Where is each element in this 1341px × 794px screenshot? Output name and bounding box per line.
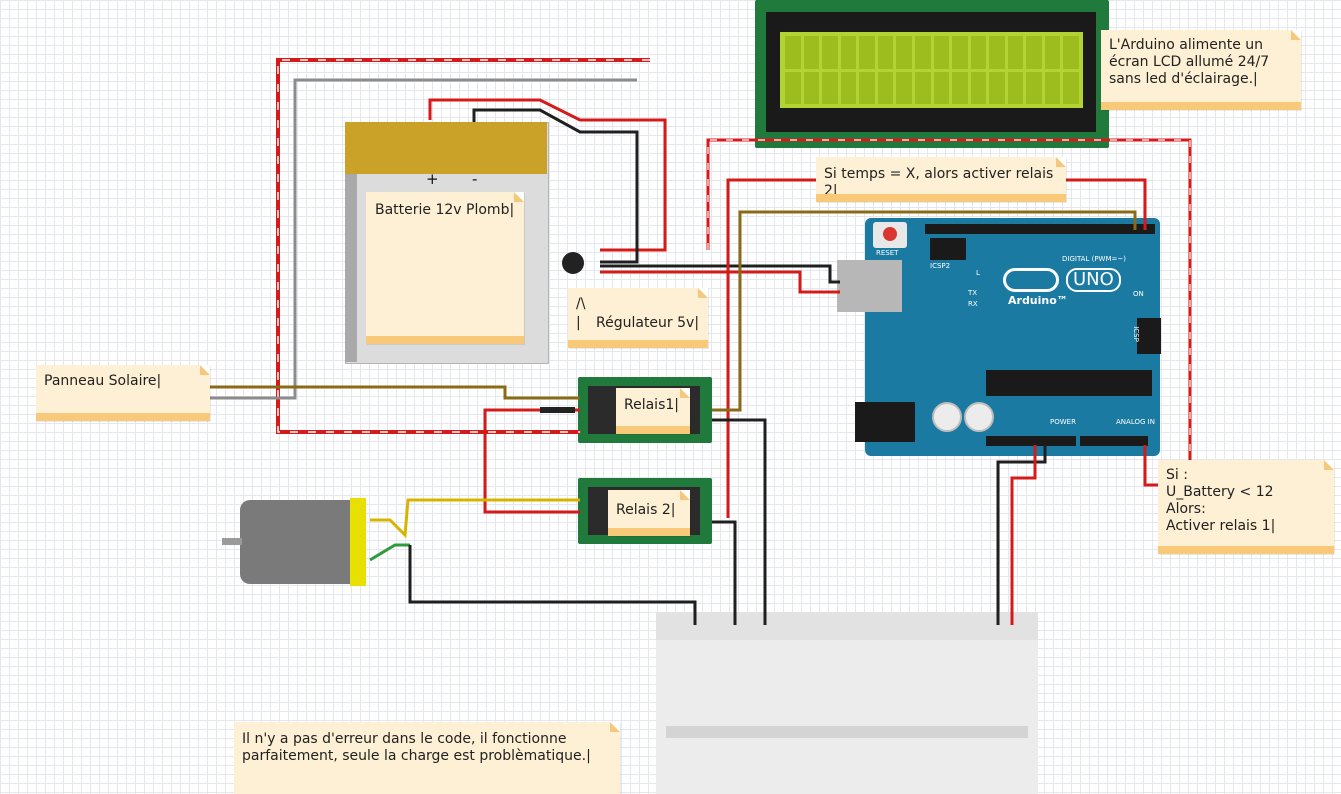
lcd-cell: [1063, 36, 1079, 69]
note-regulator: /\ | Régulateur 5v: [568, 288, 708, 348]
lcd-cell: [859, 71, 875, 104]
voltage-regulator: [562, 252, 584, 274]
battery-minus-terminal: -: [472, 170, 478, 188]
arduino-chip: [986, 370, 1152, 396]
lcd-cell: [1007, 36, 1024, 69]
dc-motor-cap: [350, 498, 366, 586]
lcd-cell: [1044, 36, 1061, 69]
arduino-digital-label: DIGITAL (PWM=~): [1062, 255, 1126, 263]
dc-motor: [240, 500, 360, 584]
wire-red-regulator: [600, 270, 840, 294]
lcd-cell: [896, 71, 912, 104]
lcd-cell: [1026, 36, 1042, 69]
note-relay1: Relais1: [616, 388, 690, 434]
wire-motor-yellow: [370, 498, 580, 539]
lcd-cell: [803, 71, 820, 104]
lcd-cell: [859, 36, 875, 69]
wire-motor-black: [408, 545, 697, 625]
arduino-power-header: [986, 436, 1076, 446]
lcd-cell: [822, 71, 838, 104]
arduino-icsp2-label: ICSP2: [930, 262, 951, 270]
arduino-reset-knob: [883, 227, 897, 241]
wire-olive-relay1-pin: [712, 210, 1137, 412]
wire-motor-green: [369, 543, 410, 562]
wire-arduino-5v: [1010, 445, 1037, 625]
lcd-cell: [1007, 71, 1024, 104]
arduino-analog-label: ANALOG IN: [1116, 418, 1155, 426]
breadboard: [656, 612, 1038, 794]
lcd-cell: [896, 36, 912, 69]
lcd-cell: [803, 36, 820, 69]
wire-gray-solar: [210, 78, 637, 400]
wire-red-lcd-stripe: [707, 139, 1191, 460]
lcd-cell: [970, 71, 987, 104]
lcd-cell: [970, 36, 987, 69]
note-footer: Il n'y a pas d'erreur dans le code, il f…: [234, 722, 620, 794]
arduino-tx-led-label: TX: [968, 289, 978, 297]
arduino-icsp2-header: [930, 238, 966, 260]
wire-red-loop-left-stripe: [277, 59, 650, 433]
lcd-cell: [840, 71, 857, 104]
breadboard-channel: [666, 726, 1028, 738]
lcd-cell: [1044, 71, 1061, 104]
breadboard-rails-top: [656, 612, 1038, 640]
arduino-capacitor-1: [932, 402, 962, 432]
lcd-cell: [785, 71, 801, 104]
wire-battery-positive: [428, 98, 667, 252]
lcd-cell: [1063, 71, 1079, 104]
wire-relay-coils: [483, 408, 580, 514]
lcd-cell: [877, 36, 894, 69]
arduino-power-jack: [855, 402, 915, 442]
lcd-cell: [952, 36, 968, 69]
note-solar: Panneau Solaire: [36, 365, 210, 421]
note-condition: Si : U_Battery < 12 Alors: Activer relai…: [1158, 460, 1334, 554]
note-timer: Si temps = X, alors activer relais 2: [816, 157, 1066, 202]
arduino-rx-led-label: RX: [968, 300, 978, 308]
lcd-cell: [877, 71, 894, 104]
lcd-cell: [952, 71, 968, 104]
wire-red-timer: [726, 178, 1147, 518]
battery-plus-terminal: +: [426, 170, 439, 188]
lcd-cell: [989, 71, 1005, 104]
lcd-cell: [933, 36, 950, 69]
arduino-power-label: POWER: [1050, 418, 1076, 426]
arduino-usb-port: [837, 260, 902, 312]
lcd-cell: [1026, 71, 1042, 104]
wire-battery-negative: [472, 108, 639, 264]
lcd-cell: [914, 36, 931, 69]
lcd-cell: [914, 71, 931, 104]
arduino-l-led-label: L: [976, 269, 980, 277]
arduino-digital-header: [925, 224, 1155, 234]
arduino-on-led-label: ON: [1133, 290, 1144, 298]
note-relay2: Relais 2: [608, 490, 690, 536]
lcd-cell: [785, 36, 801, 69]
arduino-icsp-header: [1137, 318, 1161, 354]
lcd-cell: [933, 71, 950, 104]
lcd-cell: [822, 36, 838, 69]
arduino-capacitor-2: [964, 402, 994, 432]
lcd-cell: [989, 36, 1005, 69]
note-battery: Batterie 12v Plomb: [366, 192, 524, 344]
wire-arduino-power: [996, 445, 1047, 625]
lcd-character-grid: [785, 36, 1079, 104]
wire-black-regulator: [600, 264, 840, 284]
arduino-reset-label: RESET: [876, 249, 899, 257]
lcd-cell: [840, 36, 857, 69]
wire-relay2-breadboard: [712, 418, 767, 625]
arduino-logo-text: Arduino™: [1008, 294, 1068, 307]
note-lcd: L'Arduino alimente un écran LCD allumé 2…: [1101, 30, 1301, 110]
battery-top: [345, 122, 547, 174]
wire-analog-sense: [1143, 445, 1160, 487]
dc-motor-shaft: [222, 538, 242, 545]
arduino-logo-circle: [1003, 268, 1059, 292]
wire-olive-solar-relay1: [210, 385, 580, 400]
arduino-analog-header: [1080, 436, 1148, 446]
arduino-model-label: UNO: [1066, 268, 1121, 292]
battery-side: [345, 174, 357, 362]
